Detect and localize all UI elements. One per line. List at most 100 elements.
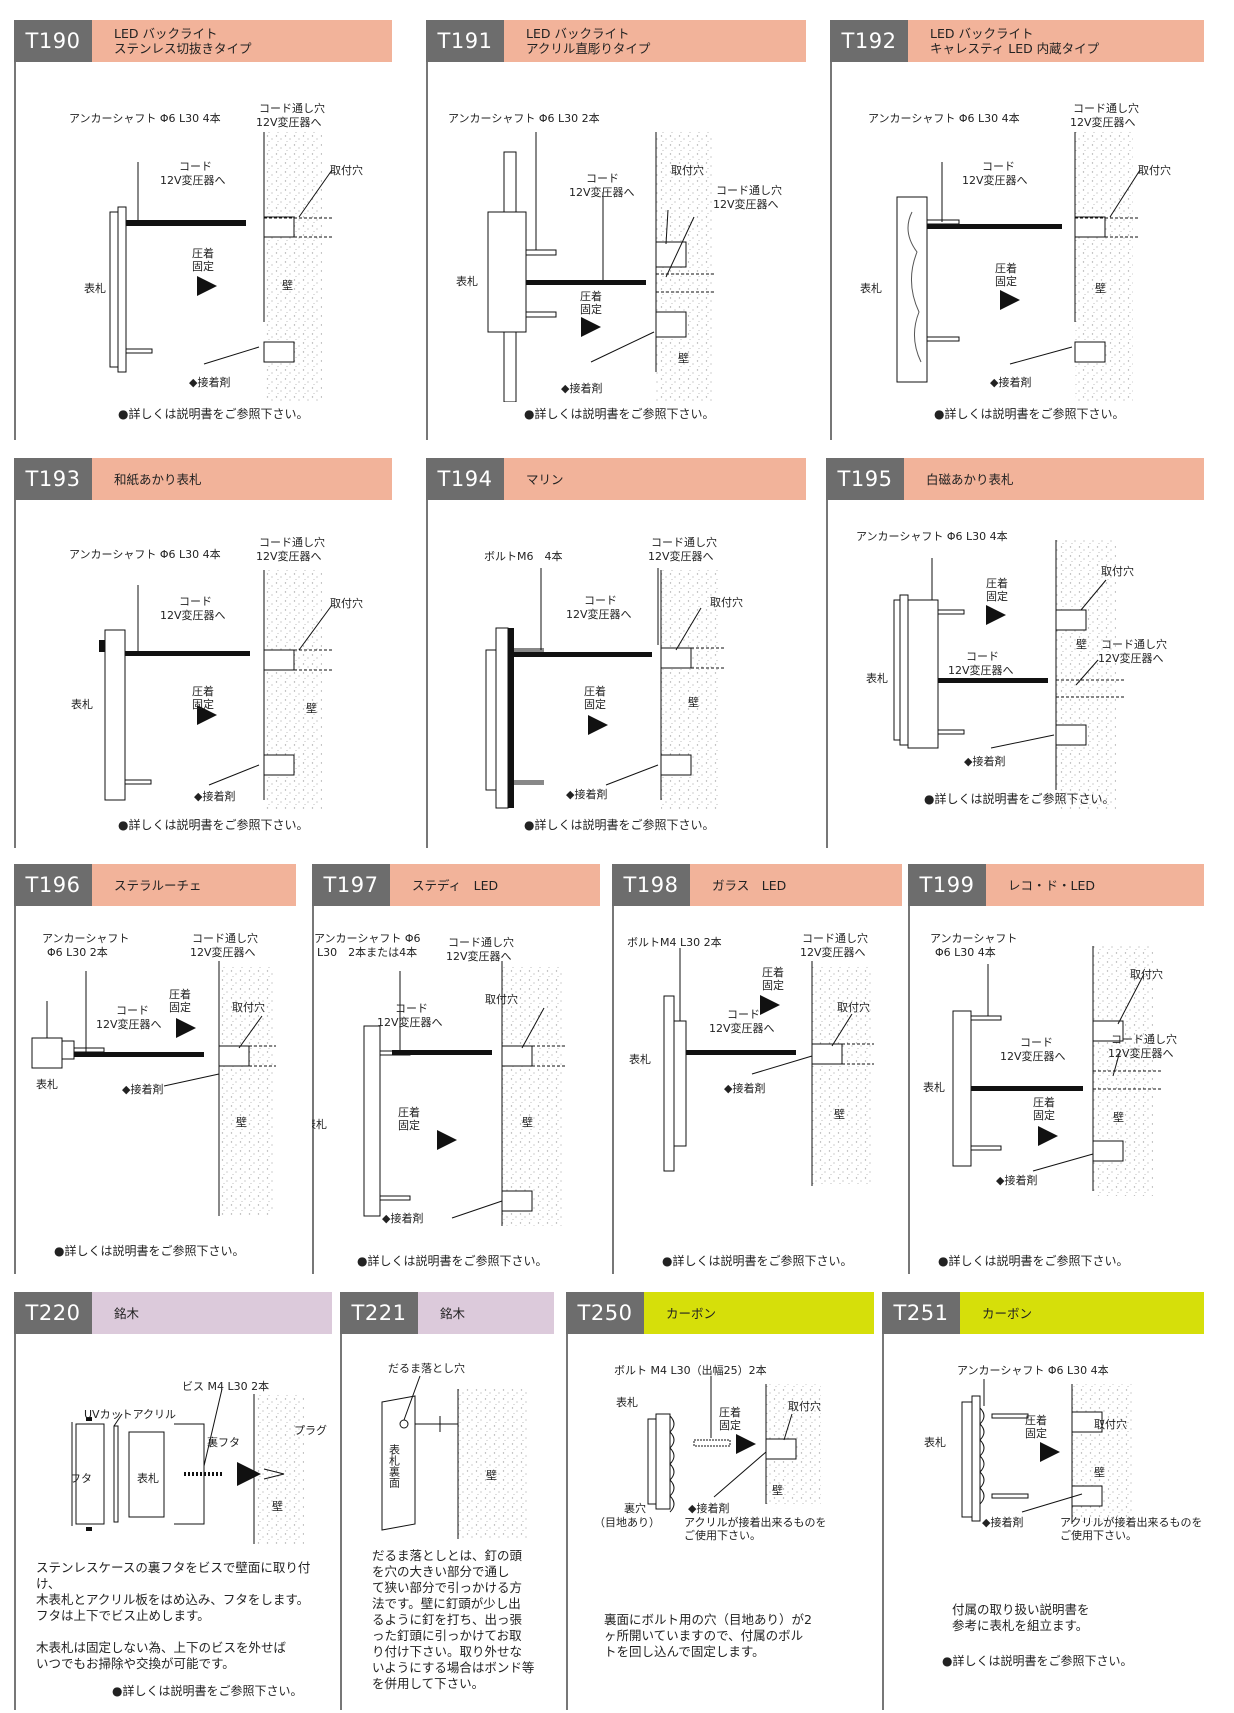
acrylic-note: アクリルが接着出来るものを [1060,1515,1202,1529]
anchor-label: アンカーシャフト Φ6 L30 4本 [856,529,1008,543]
cord-label-2: 12V変圧器へ [962,173,1028,187]
product-title: LED バックライトステンレス切抜きタイプ [92,20,392,62]
divider [426,458,428,848]
divider [612,864,614,1274]
cord-label-2: 12V変圧器へ [160,608,226,622]
acrylic-note-2: ご使用下さい。 [684,1528,761,1542]
mount-hole-label: 取付穴 [330,596,363,610]
t251-description: 付属の取り扱い説明書を 参考に表札を組立ます。 [952,1602,1090,1633]
mount-hole-label: 取付穴 [1101,564,1134,578]
plate-label: 表札 [860,281,882,295]
plate-label: 表札 [137,1471,159,1485]
panel-t192: T192 LED バックライトキャレスティ LED 内蔵タイプ アンカーシャフト… [830,20,1204,440]
divider [340,1292,342,1710]
see-manual-note: ●詳しくは説明書をご参照下さい。 [118,407,309,421]
panel-t221: T221 銘木 だるま落とし穴 表札裏面 壁 だるま落としとは、釘の頭 を穴の大… [340,1292,554,1710]
mount-hole-label: 取付穴 [671,163,704,177]
plate-label: 表札 [36,1077,58,1091]
product-title: レコ・ド・LED [986,864,1204,906]
cord-label-2: 12V変圧器へ [709,1021,775,1035]
cord-label-2: 12V変圧器へ [566,607,632,621]
product-title: ステラルーチェ [92,864,296,906]
product-code: T250 [566,1292,644,1334]
press-label: 圧着 [192,246,214,260]
press-label: 圧着 [1025,1413,1047,1427]
plate-back-label: 表札裏面 [388,1443,401,1488]
adhesive-label: ◆接着剤 [566,787,607,801]
back-hole-label-2: （目地あり） [594,1516,660,1529]
wall-label: 壁 [236,1115,247,1129]
panel-t196: T196 ステラルーチェ アンカーシャフト Φ6 L30 2本 コード通し穴 1… [14,864,296,1274]
install-diagram: アンカーシャフト Φ6 L30 4本 コード通し穴 12V変圧器へ コード 12… [69,535,363,810]
uvcut-label: UVカットアクリル [84,1408,176,1421]
cord-hole-label-2: 12V変圧器へ [800,945,866,959]
mount-hole-label: 取付穴 [710,595,743,609]
press-label: 圧着 [398,1105,420,1119]
product-title: ガラス LED [690,864,902,906]
product-title: LED バックライトキャレスティ LED 内蔵タイプ [908,20,1204,62]
adhesive-label: ◆接着剤 [990,375,1031,389]
panel-t193: T193 和紙あかり表札 アンカーシャフト Φ6 L30 4本 コード通し穴 1… [14,458,392,848]
wall-label: 壁 [272,1499,283,1513]
install-diagram: アンカーシャフト Φ6 L30 2本 コード通し穴 12V変圧器へ コード 12… [31,931,276,1216]
see-manual-note: ●詳しくは説明書をご参照下さい。 [524,407,715,421]
cord-hole-label: コード通し穴 [716,183,782,197]
cord-label: コード [179,160,212,173]
divider [14,1292,16,1710]
install-diagram: アンカーシャフト Φ6 L30 4本 コード通し穴 12V変圧器へ コード 12… [69,101,363,402]
install-diagram: ボルトM4 L30 2本 コード通し穴 12V変圧器へ 圧着 固定 コード 12… [627,931,874,1186]
plate-label: 表札 [866,671,888,685]
panel-t199: T199 レコ・ド・LED アンカーシャフト Φ6 L30 4本 取付穴 コード… [908,864,1204,1274]
mount-hole-label: 取付穴 [1094,1417,1127,1431]
product-title: マリン [504,458,806,500]
product-code: T198 [612,864,690,906]
install-diagram: ボルト M4 L30（出幅25）2本 表札 圧着 固定 取付穴 壁 裏穴 （目地… [594,1363,826,1542]
mount-hole-label: 取付穴 [232,1000,265,1014]
acrylic-note: アクリルが接着出来るものを [684,1515,826,1529]
product-code: T194 [426,458,504,500]
divider [312,864,314,1274]
anchor-label: アンカーシャフト Φ6 L30 4本 [868,111,1020,125]
panel-header: T199 レコ・ド・LED [908,864,1204,906]
press-label-2: 固定 [192,259,214,273]
cord-hole-label-2: 12V変圧器へ [1108,1046,1174,1060]
mount-hole-label: 取付穴 [485,992,518,1006]
cord-label: コード [966,650,999,663]
product-code: T190 [14,20,92,62]
press-label: 圧着 [995,261,1017,275]
anchor-label: ボルトM6 4本 [484,549,563,563]
press-label: 圧着 [719,1405,741,1419]
divider [830,20,832,440]
panel-header: T251 カーボン [882,1292,1204,1334]
press-label-2: 固定 [192,697,214,711]
lid-label: フタ [70,1472,92,1485]
panel-header: T197 ステディ LED [312,864,600,906]
cord-label: コード [584,594,617,607]
see-manual-note: ●詳しくは説明書をご参照下さい。 [924,792,1115,806]
panel-t251: T251 カーボン アンカーシャフト Φ6 L30 4本 表札 圧着 固定 取付… [882,1292,1204,1710]
mount-hole-label: 取付穴 [788,1399,821,1413]
press-label-2: 固定 [762,978,784,992]
cord-hole-label: コード通し穴 [259,535,325,549]
wall-label: 壁 [1095,281,1106,295]
install-diagram: ビス M4 L30 2本 UVカットアクリル フタ 表札 裏フタ プラグ 壁 [70,1379,327,1544]
cord-hole-label-2: 12V変圧器へ [446,949,512,963]
divider [426,20,428,440]
press-label-2: 固定 [995,274,1017,288]
product-title: カーボン [644,1292,874,1334]
product-title: 銘木 [418,1292,554,1334]
t221-description: だるま落としとは、釘の頭 を穴の大きい部分で通し て狭い部分で引っかける方 法で… [372,1548,535,1691]
back-lid-label: 裏フタ [207,1435,240,1449]
install-diagram: アンカーシャフト Φ6 L30 2本または4本 コード通し穴 12V変圧器へ コ… [312,932,567,1226]
panel-t191: T191 LED バックライトアクリル直彫りタイプ アンカーシャフト Φ6 L3… [426,20,806,440]
anchor-label-2: Φ6 L30 4本 [935,945,996,959]
install-diagram: アンカーシャフト Φ6 L30 4本 コード通し穴 12V変圧器へ コード 12… [860,101,1171,402]
product-title: 和紙あかり表札 [92,458,392,500]
plate-label: 表札 [923,1080,945,1094]
cord-label: コード [727,1008,760,1021]
wall-label: 壁 [688,695,699,709]
anchor-label: アンカーシャフト [42,932,129,945]
product-title: 銘木 [92,1292,332,1334]
panel-header: T250 カーボン [566,1292,874,1334]
panel-t190: T190 LED バックライトステンレス切抜きタイプ アンカーシャフト Φ6 L… [14,20,392,440]
